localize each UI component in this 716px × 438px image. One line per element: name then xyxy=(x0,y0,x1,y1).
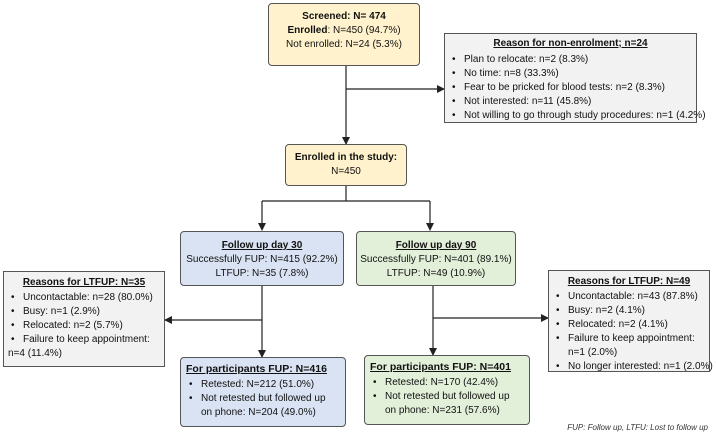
fup90-title: For participants FUP: N=401 xyxy=(370,361,511,373)
fup30-box: For participants FUP: N=416 Retested: N=… xyxy=(180,357,346,427)
screened-not-enrolled: Not enrolled: N=24 (5.3%) xyxy=(286,39,402,50)
list-item: Retested: N=170 (42.4%) xyxy=(370,376,524,390)
screened-box: Screened: N= 474 Enrolled: N=450 (94.7%)… xyxy=(268,3,420,66)
list-item: No time: n=8 (33.3%) xyxy=(449,67,692,81)
screened-enrolled-line: Enrolled: N=450 (94.7%) xyxy=(269,24,419,38)
followup-day30-box: Follow up day 30 Successfully FUP: N=415… xyxy=(180,231,344,286)
list-item: Relocated: n=2 (4.1%) xyxy=(553,318,705,332)
ltfup30-title: Reasons for LTFUP: N=35 xyxy=(22,277,146,288)
followup-day30-success: Successfully FUP: N=415 (92.2%) xyxy=(186,254,338,265)
non-enrolment-title: Reason for non-enrolment; n=24 xyxy=(493,38,648,49)
enrolled-title: Enrolled in the study: xyxy=(294,152,398,163)
enrolled-label: Enrolled xyxy=(287,25,328,36)
list-item: Not willing to go through study procedur… xyxy=(449,109,706,123)
list-item: Uncontactable: n=43 (87.8%) xyxy=(553,290,705,304)
enrolled-box: Enrolled in the study: N=450 xyxy=(285,144,407,186)
list-item: Plan to relocate: n=2 (8.3%) xyxy=(449,53,692,67)
ltfup90-list: Uncontactable: n=43 (87.8%) Busy: n=2 (4… xyxy=(553,290,713,374)
fup30-title: For participants FUP: N=416 xyxy=(186,363,327,375)
enrolled-value: : N=450 (94.7%) xyxy=(327,25,401,36)
list-item: Uncontactable: n=28 (80.0%) xyxy=(8,291,160,305)
list-item: Fear to be pricked for blood tests: n=2 … xyxy=(449,81,692,95)
list-item: Relocated: n=2 (5.7%) xyxy=(8,319,160,333)
ltfup90-title: Reasons for LTFUP: N=49 xyxy=(567,276,691,287)
fup90-list: Retested: N=170 (42.4%) Not retested but… xyxy=(370,376,524,418)
list-item: Busy: n=1 (2.9%) xyxy=(8,305,160,319)
ltfup30-box: Reasons for LTFUP: N=35 Uncontactable: n… xyxy=(3,271,165,367)
list-item: Retested: N=212 (51.0%) xyxy=(186,378,340,392)
followup-day90-box: Follow up day 90 Successfully FUP: N=401… xyxy=(356,231,516,286)
followup-day90-title: Follow up day 90 xyxy=(395,240,477,251)
followup-day30-ltfup: LTFUP: N=35 (7.8%) xyxy=(215,268,309,279)
followup-day90-success: Successfully FUP: N=401 (89.1%) xyxy=(360,254,512,265)
followup-day90-ltfup: LTFUP: N=49 (10.9%) xyxy=(386,268,486,279)
list-item: Failure to keep appointment:n=1 (2.0%) xyxy=(553,332,705,360)
footnote: FUP: Follow up, LTFU: Lost to follow up xyxy=(567,423,708,432)
screened-title: Screened: N= 474 xyxy=(302,11,386,22)
followup-day30-title: Follow up day 30 xyxy=(221,240,303,251)
enrolled-value: N=450 xyxy=(331,166,361,177)
list-item: Busy: n=2 (4.1%) xyxy=(553,304,705,318)
list-item: Not interested: n=11 (45.8%) xyxy=(449,95,692,109)
ltfup30-list: Uncontactable: n=28 (80.0%) Busy: n=1 (2… xyxy=(8,291,160,361)
fup90-box: For participants FUP: N=401 Retested: N=… xyxy=(364,355,530,425)
non-enrolment-box: Reason for non-enrolment; n=24 Plan to r… xyxy=(444,33,706,123)
list-item: No longer interested: n=1 (2.0%) xyxy=(553,360,713,374)
fup30-list: Retested: N=212 (51.0%) Not retested but… xyxy=(186,378,340,420)
non-enrolment-list: Plan to relocate: n=2 (8.3%) No time: n=… xyxy=(449,53,706,123)
ltfup90-box: Reasons for LTFUP: N=49 Uncontactable: n… xyxy=(548,270,713,374)
list-item: Failure to keep appointment:n=4 (11.4%) xyxy=(8,333,160,361)
